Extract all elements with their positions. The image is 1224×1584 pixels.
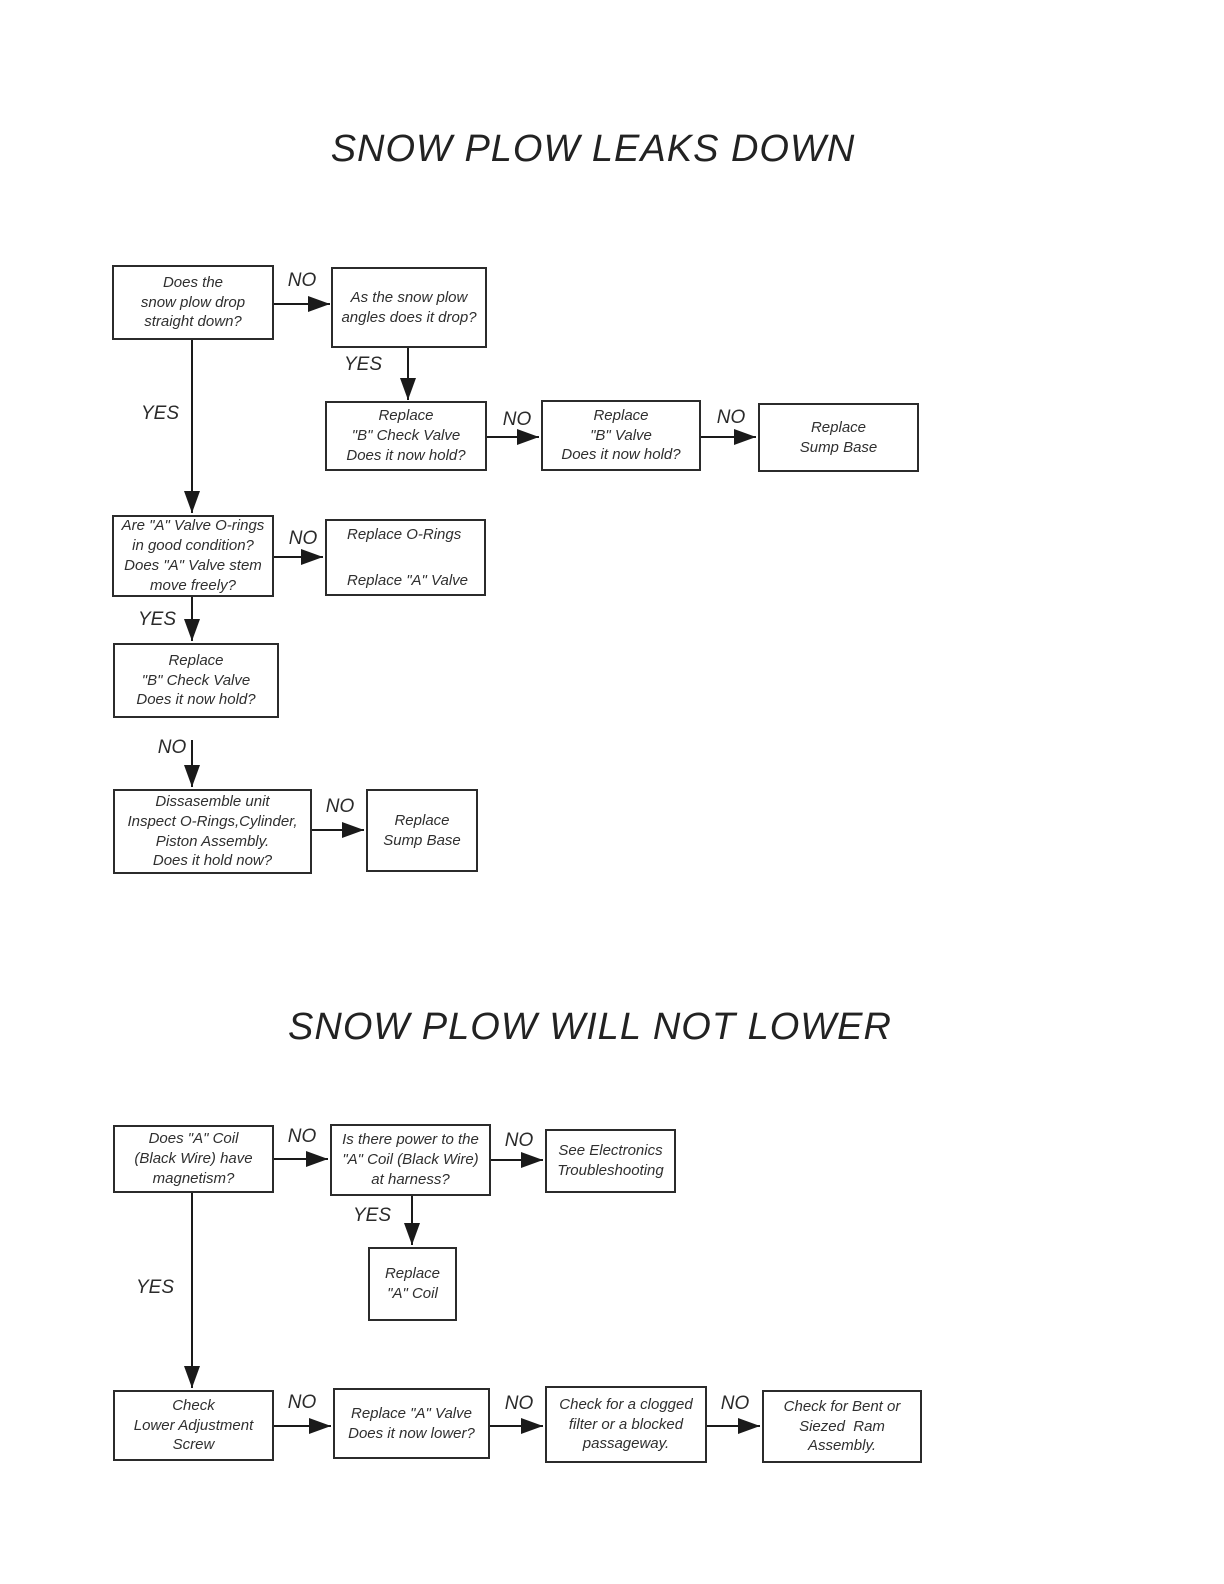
box-see-electronics: See Electronics Troubleshooting (545, 1129, 676, 1193)
box-check-lower-adjustment: Check Lower Adjustment Screw (113, 1390, 274, 1461)
edge-label-yes-magnetism: YES (135, 1277, 175, 1298)
chart2-title: SNOW PLOW WILL NOT LOWER (288, 1006, 892, 1048)
edge-label-no-replaceavalve: NO (504, 1393, 534, 1414)
edge-label-yes-power: YES (352, 1205, 392, 1226)
box-replace-sump-base-1: Replace Sump Base (758, 403, 919, 472)
edge-label-no-bvalve: NO (716, 407, 746, 428)
box-disassemble-unit: Dissasemble unit Inspect O-Rings,Cylinde… (113, 789, 312, 874)
box-replace-a-valve: Replace "A" Valve Does it now lower? (333, 1388, 490, 1459)
edge-label-no-cloggedfilter: NO (720, 1393, 750, 1414)
box-q-a-valve-orings: Are "A" Valve O-rings in good condition?… (112, 515, 274, 597)
box-replace-sump-base-2: Replace Sump Base (366, 789, 478, 872)
edge-label-yes-angledrop: YES (343, 354, 383, 375)
edge-label-no-bcheckvalve: NO (502, 409, 532, 430)
box-replace-b-check-valve-1: Replace "B" Check Valve Does it now hold… (325, 401, 487, 471)
box-check-bent-ram: Check for Bent or Siezed Ram Assembly. (762, 1390, 922, 1463)
edge-label-yes-orings: YES (137, 609, 177, 630)
box-replace-b-check-valve-2: Replace "B" Check Valve Does it now hold… (113, 643, 279, 718)
box-q-straight-drop: Does the snow plow drop straight down? (112, 265, 274, 340)
edge-label-no-straightdrop: NO (287, 270, 317, 291)
box-check-clogged-filter: Check for a clogged filter or a blocked … (545, 1386, 707, 1463)
box-q-coil-magnetism: Does "A" Coil (Black Wire) have magnetis… (113, 1125, 274, 1193)
chart1-title: SNOW PLOW LEAKS DOWN (330, 128, 856, 170)
edge-label-no-magnetism: NO (287, 1126, 317, 1147)
box-q-angle-drop: As the snow plow angles does it drop? (331, 267, 487, 348)
edge-label-no-disassemble: NO (325, 796, 355, 817)
edge-label-no-bcheckvalve2: NO (157, 737, 187, 758)
edge-label-yes-straightdrop: YES (140, 403, 180, 424)
box-replace-a-coil: Replace "A" Coil (368, 1247, 457, 1321)
edge-label-no-power: NO (504, 1130, 534, 1151)
box-replace-orings-a-valve: Replace O-Rings Replace "A" Valve (325, 519, 486, 596)
box-q-power-to-coil: Is there power to the "A" Coil (Black Wi… (330, 1124, 491, 1196)
box-replace-b-valve: Replace "B" Valve Does it now hold? (541, 400, 701, 471)
edge-label-no-adjustment: NO (287, 1392, 317, 1413)
edge-label-no-orings: NO (288, 528, 318, 549)
